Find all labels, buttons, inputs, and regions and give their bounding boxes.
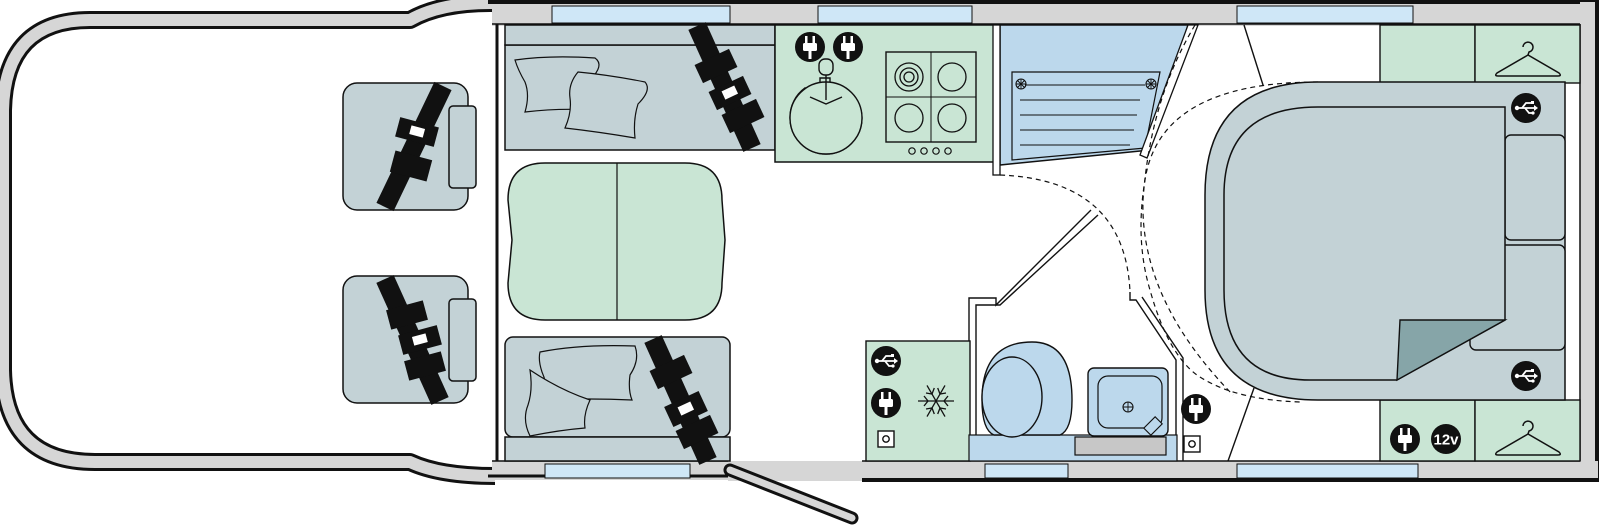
window xyxy=(817,5,973,24)
cab-seat-passenger[interactable] xyxy=(342,275,477,405)
12v-socket-icon: 12v xyxy=(1431,424,1461,454)
mains-socket-icon xyxy=(871,388,901,418)
seatbelt-icon xyxy=(688,22,765,152)
window xyxy=(1236,463,1419,479)
seatbelt-icon xyxy=(376,81,452,212)
cushion xyxy=(514,56,648,139)
windows xyxy=(544,5,1419,479)
mains-socket-icon xyxy=(1181,394,1211,424)
door-swing xyxy=(1140,81,1319,403)
washbasin[interactable] xyxy=(1074,367,1169,456)
cab-shell xyxy=(0,0,499,485)
cab-seat-driver[interactable] xyxy=(342,81,477,212)
gas-hob[interactable] xyxy=(885,51,977,155)
aerial-socket-icon xyxy=(1183,435,1201,453)
wardrobe-bottom[interactable] xyxy=(1379,399,1581,462)
seatbelt-icon xyxy=(376,275,449,405)
window xyxy=(984,463,1069,479)
usb-icon xyxy=(870,345,902,377)
lounge-bench-rear[interactable] xyxy=(504,335,731,465)
toilet[interactable] xyxy=(981,341,1073,438)
usb-icon xyxy=(1510,92,1542,124)
usb-icon xyxy=(1510,360,1542,392)
lounge-bench-front[interactable] xyxy=(504,22,776,152)
seatbelt-icon xyxy=(644,335,719,465)
entrance-door[interactable] xyxy=(723,463,862,525)
island-bed[interactable] xyxy=(1204,81,1566,401)
mattress xyxy=(1223,106,1506,381)
bedroom-partitions xyxy=(1227,24,1264,462)
bedside-cabinet xyxy=(1504,134,1566,241)
window xyxy=(551,5,731,24)
door-swing xyxy=(1142,24,1234,396)
door-swing xyxy=(999,174,1131,293)
dining-table[interactable] xyxy=(507,162,726,321)
kitchen-sink[interactable] xyxy=(789,58,863,155)
mains-socket-icon xyxy=(1390,424,1420,454)
cushion xyxy=(524,345,638,437)
window xyxy=(1236,5,1414,24)
shower-tray[interactable] xyxy=(999,24,1190,166)
window xyxy=(544,463,691,479)
12v-label: 12v xyxy=(1433,432,1459,449)
wardrobe-top[interactable] xyxy=(1379,24,1581,84)
folded-duvet xyxy=(1396,319,1508,382)
aerial-socket-icon xyxy=(877,430,895,448)
